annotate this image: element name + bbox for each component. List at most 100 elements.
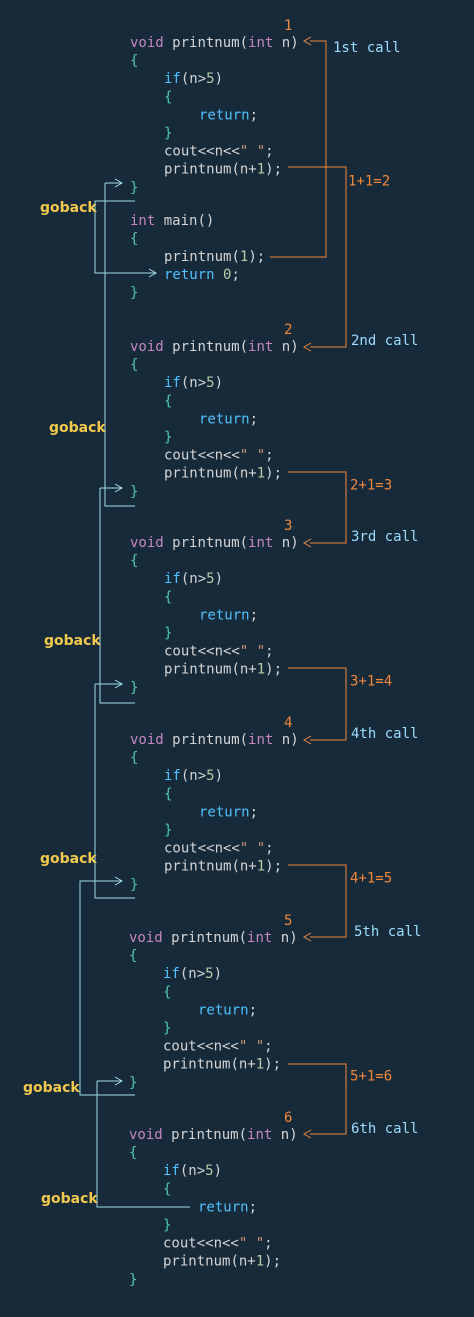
call-label: 5th call xyxy=(354,924,421,940)
open-brace: { xyxy=(164,393,172,409)
open-brace: { xyxy=(130,53,138,69)
call-arrowhead xyxy=(302,342,312,352)
increment-label: 2+1=3 xyxy=(350,478,392,494)
recursive-call: printnum(n+1); xyxy=(164,859,282,875)
recursive-call: printnum(n+1); xyxy=(163,1254,281,1270)
cout-statement: cout<<n<<" "; xyxy=(164,644,274,660)
call-arrowhead xyxy=(302,36,312,46)
open-brace: { xyxy=(129,948,137,964)
open-brace: { xyxy=(129,1145,137,1161)
function-signature: void printnum(int n) xyxy=(129,930,298,946)
call-label: 3rd call xyxy=(351,529,418,545)
call-arrowhead xyxy=(302,735,312,745)
if-statement: if(n>5) xyxy=(164,375,223,391)
goback-arrowhead xyxy=(114,483,124,493)
call-index-number: 6 xyxy=(284,1110,292,1126)
open-brace: { xyxy=(163,984,171,1000)
close-brace: } xyxy=(164,126,172,142)
call-arrow xyxy=(288,471,347,544)
close-brace: } xyxy=(163,1021,171,1037)
increment-label: 1+1=2 xyxy=(348,174,390,190)
close-brace: } xyxy=(130,877,138,893)
goback-arrow xyxy=(94,200,156,274)
open-brace: { xyxy=(163,1181,171,1197)
goback-label: goback xyxy=(23,1080,80,1096)
call-arrow xyxy=(288,1063,347,1135)
call-index-number: 2 xyxy=(284,322,292,338)
call-index-number: 1 xyxy=(284,18,292,34)
goback-arrowhead xyxy=(114,876,124,886)
goback-label: goback xyxy=(40,851,97,867)
if-statement: if(n>5) xyxy=(164,71,223,87)
cout-statement: cout<<n<<" "; xyxy=(163,1236,273,1252)
close-brace: } xyxy=(163,1218,171,1234)
return-statement: return; xyxy=(199,804,258,820)
close-brace: } xyxy=(164,823,172,839)
call-label: 6th call xyxy=(351,1121,418,1137)
close-brace: } xyxy=(164,430,172,446)
goback-arrowhead xyxy=(148,268,158,278)
close-brace: } xyxy=(129,1075,137,1091)
close-brace: } xyxy=(130,484,138,500)
if-statement: if(n>5) xyxy=(164,768,223,784)
recursive-call: printnum(n+1); xyxy=(163,1057,281,1073)
call-arrowhead xyxy=(302,538,312,548)
call-index-number: 3 xyxy=(284,518,292,534)
main-call: printnum(1); xyxy=(164,249,265,265)
recursive-call: printnum(n+1); xyxy=(164,466,282,482)
call-label: 4th call xyxy=(351,726,418,742)
call-arrow xyxy=(288,166,347,348)
open-brace: { xyxy=(130,231,138,247)
if-statement: if(n>5) xyxy=(163,1163,222,1179)
increment-label: 4+1=5 xyxy=(350,871,392,887)
goback-arrowhead xyxy=(114,178,124,188)
call-arrowhead xyxy=(302,932,312,942)
goback-label: goback xyxy=(49,420,106,436)
function-signature: void printnum(int n) xyxy=(130,35,299,51)
open-brace: { xyxy=(164,89,172,105)
goback-line xyxy=(96,1081,190,1208)
call-label: 2nd call xyxy=(351,333,418,349)
goback-line xyxy=(94,684,135,899)
function-signature: void printnum(int n) xyxy=(130,339,299,355)
call-index-number: 5 xyxy=(284,913,292,929)
open-brace: { xyxy=(130,553,138,569)
return-statement: return; xyxy=(199,107,258,123)
main-return: return 0; xyxy=(164,267,240,283)
function-signature: void printnum(int n) xyxy=(130,535,299,551)
open-brace: { xyxy=(130,750,138,766)
call-arrow xyxy=(288,667,347,741)
goback-label: goback xyxy=(41,1191,98,1207)
call-arrowhead xyxy=(302,1129,312,1139)
recursive-call: printnum(n+1); xyxy=(164,162,282,178)
recursive-call: printnum(n+1); xyxy=(164,662,282,678)
call-index-number: 4 xyxy=(284,715,292,731)
if-statement: if(n>5) xyxy=(163,966,222,982)
goback-line xyxy=(79,880,135,1096)
cout-statement: cout<<n<<" "; xyxy=(164,448,274,464)
close-brace: } xyxy=(129,1272,137,1288)
cout-statement: cout<<n<<" "; xyxy=(164,144,274,160)
goback-line xyxy=(104,183,135,507)
return-statement: return; xyxy=(199,411,258,427)
goback-label: goback xyxy=(44,633,101,649)
return-statement: return; xyxy=(198,1199,257,1215)
open-brace: { xyxy=(164,786,172,802)
cout-statement: cout<<n<<" "; xyxy=(164,841,274,857)
open-brace: { xyxy=(164,589,172,605)
cout-statement: cout<<n<<" "; xyxy=(163,1039,273,1055)
close-brace: } xyxy=(164,626,172,642)
function-signature: void printnum(int n) xyxy=(129,1127,298,1143)
increment-label: 5+1=6 xyxy=(350,1069,392,1085)
goback-arrowhead xyxy=(114,679,124,689)
close-brace: } xyxy=(130,285,138,301)
open-brace: { xyxy=(130,357,138,373)
close-brace: } xyxy=(130,680,138,696)
goback-line xyxy=(99,488,135,704)
if-statement: if(n>5) xyxy=(164,571,223,587)
close-brace: } xyxy=(130,180,138,196)
call-arrow xyxy=(288,864,347,938)
goback-arrowhead xyxy=(114,1076,124,1086)
main-signature: int main() xyxy=(130,213,214,229)
